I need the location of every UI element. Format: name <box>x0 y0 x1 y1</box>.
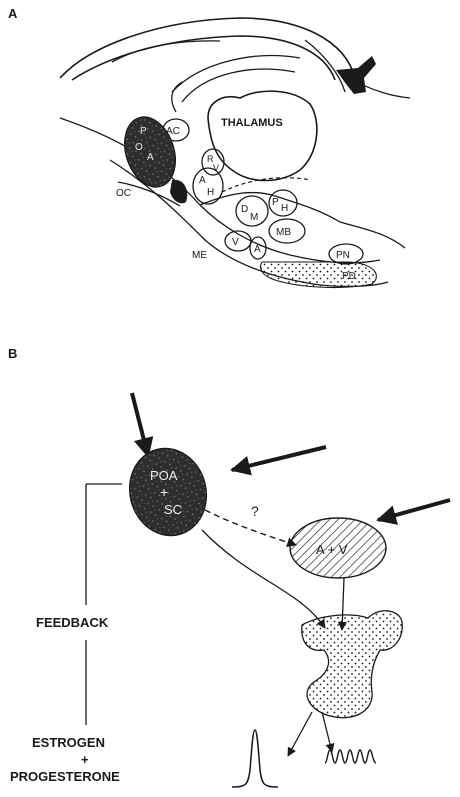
output-arrow-pulsatile <box>322 712 332 752</box>
av-label: A + V <box>316 542 348 557</box>
panel-b-letter: B <box>8 346 17 361</box>
me-label: ME <box>192 250 207 261</box>
poa-a-label: A <box>147 152 154 163</box>
input-arrow-right <box>232 447 326 470</box>
mb-label: MB <box>276 227 291 238</box>
input-arrow-top <box>132 393 148 456</box>
oc-label: OC <box>116 188 131 199</box>
input-arrow-av <box>378 500 450 520</box>
output-arrow-surge <box>288 712 312 756</box>
pituitary <box>261 262 377 287</box>
question-mark: ? <box>251 503 259 519</box>
dm-d-label: D <box>241 204 248 215</box>
estrogen-label: ESTROGEN <box>32 735 105 750</box>
feedback-bracket <box>86 484 122 725</box>
poa-sc-sc-label: SC <box>164 502 182 517</box>
pulsatile-waveform <box>325 750 376 763</box>
vm-label: V <box>232 237 239 248</box>
ah-h-label: H <box>207 187 214 198</box>
poa-sc-poa-label: POA <box>150 468 178 483</box>
arc-label: A <box>254 244 261 255</box>
panel-a-letter: A <box>8 6 18 21</box>
panel-a: A THALAMUS AC P O A S <box>8 6 410 287</box>
corpus-callosum <box>60 18 355 80</box>
surge-waveform <box>232 730 278 787</box>
sc-label: S <box>175 184 182 195</box>
panel-b: B POA + SC ? A + V <box>8 346 450 787</box>
ah-a-label: A <box>199 175 206 186</box>
fornix <box>172 56 300 112</box>
ph-h-label: H <box>281 203 288 214</box>
dm-m-label: M <box>250 212 258 223</box>
hormone-plus: + <box>81 752 89 767</box>
thalamus <box>208 91 317 180</box>
poa-p-label: P <box>140 126 147 137</box>
progesterone-label: PROGESTERONE <box>10 769 120 784</box>
poa-sc-plus: + <box>160 484 168 500</box>
ph-p-label: P <box>272 197 279 208</box>
thalamus-label: THALAMUS <box>221 117 283 129</box>
feedback-label: FEEDBACK <box>36 615 109 630</box>
pineal-contour <box>305 40 345 92</box>
pd-label: PD <box>342 271 356 282</box>
poa-o-label: O <box>135 142 143 153</box>
pituitary-schematic <box>302 611 402 718</box>
pn-label: PN <box>336 250 350 261</box>
